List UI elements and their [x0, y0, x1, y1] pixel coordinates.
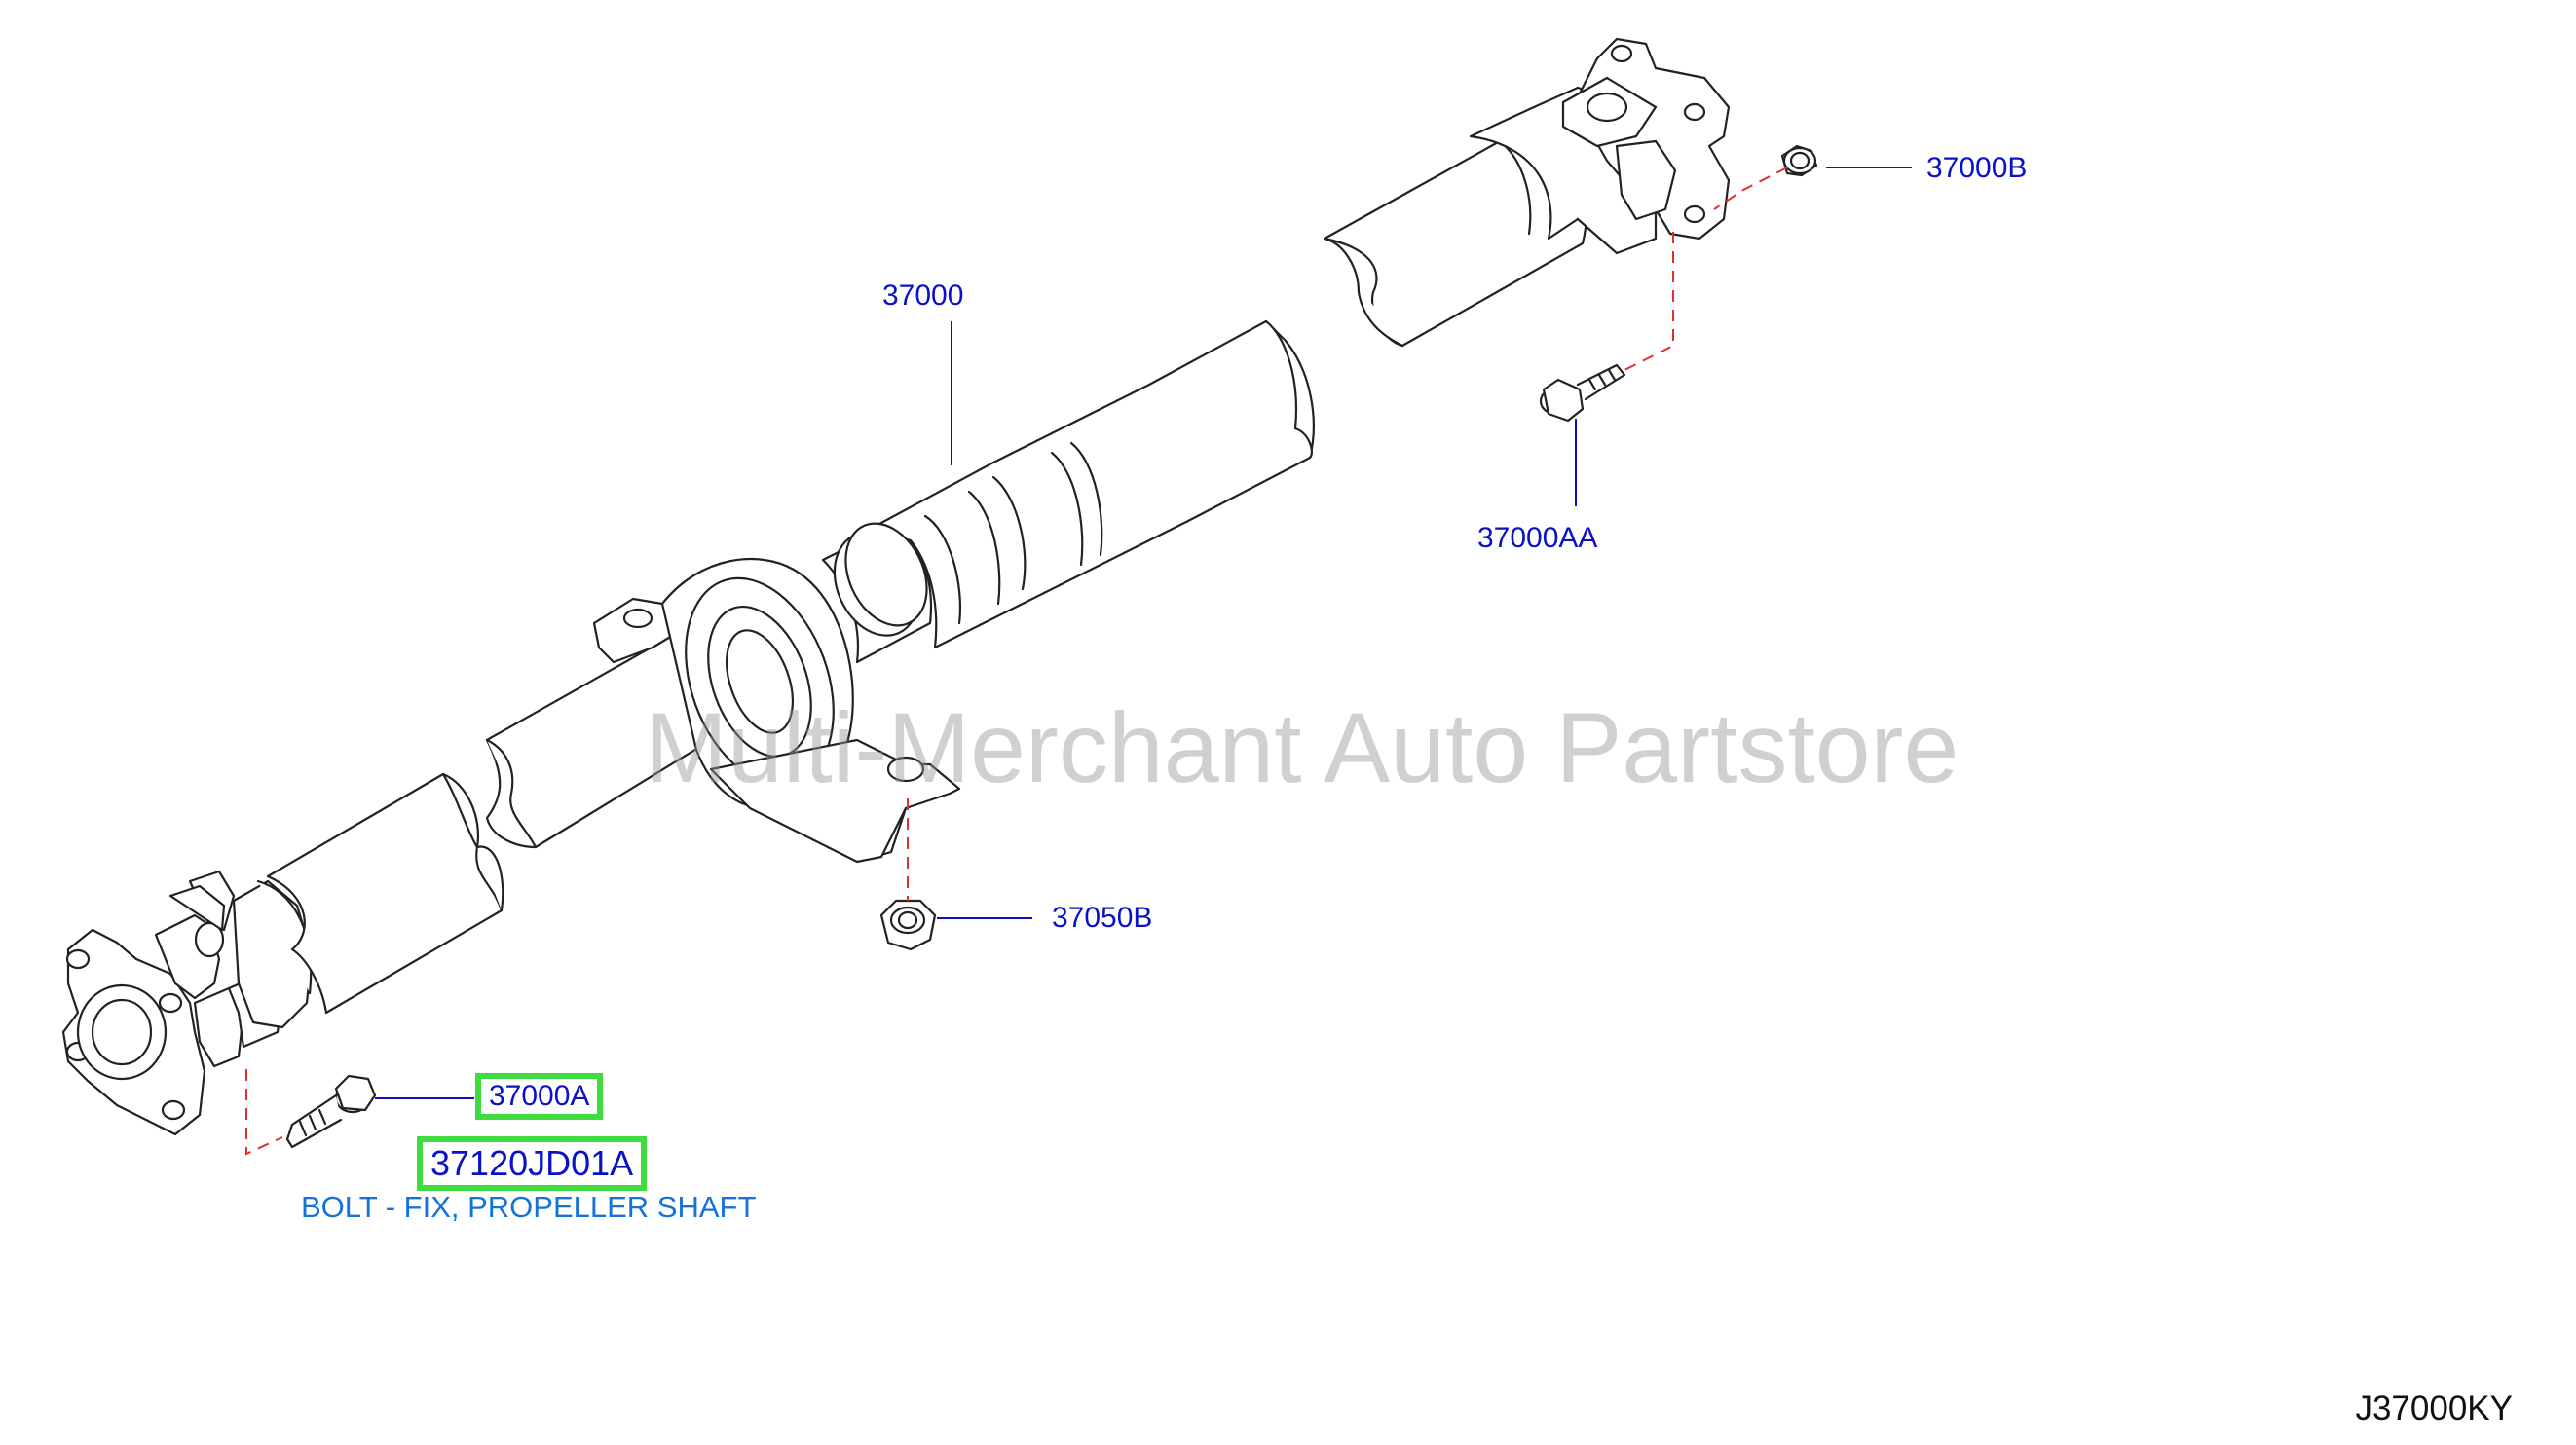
callout-front-bolt-ref[interactable]: 37000A: [475, 1073, 604, 1120]
callout-main-shaft[interactable]: 37000: [882, 279, 964, 312]
front-tube: [268, 774, 503, 1013]
front-flange-yoke: [63, 871, 312, 1134]
flange-nut-37000B: [1782, 146, 1816, 175]
front-bolt-37000A: [287, 1076, 375, 1147]
callout-center-bearing-nut[interactable]: 37050B: [1052, 902, 1153, 934]
center-bearing: [594, 558, 959, 862]
center-nut-37050B: [881, 901, 935, 949]
front-bolt-description: BOLT - FIX, PROPELLER SHAFT: [301, 1190, 757, 1224]
rear-mid-tube: [830, 321, 1314, 648]
rear-flange-yoke: [1471, 39, 1729, 253]
rear-tube: [1325, 141, 1587, 346]
callout-front-bolt-part-number[interactable]: 37120JD01A: [417, 1136, 648, 1191]
callout-flange-nut[interactable]: 37000B: [1926, 152, 2028, 184]
diagram-code: J37000KY: [2355, 1389, 2513, 1427]
callout-flange-bolt[interactable]: 37000AA: [1477, 522, 1598, 554]
flange-bolt-37000AA: [1541, 365, 1624, 421]
